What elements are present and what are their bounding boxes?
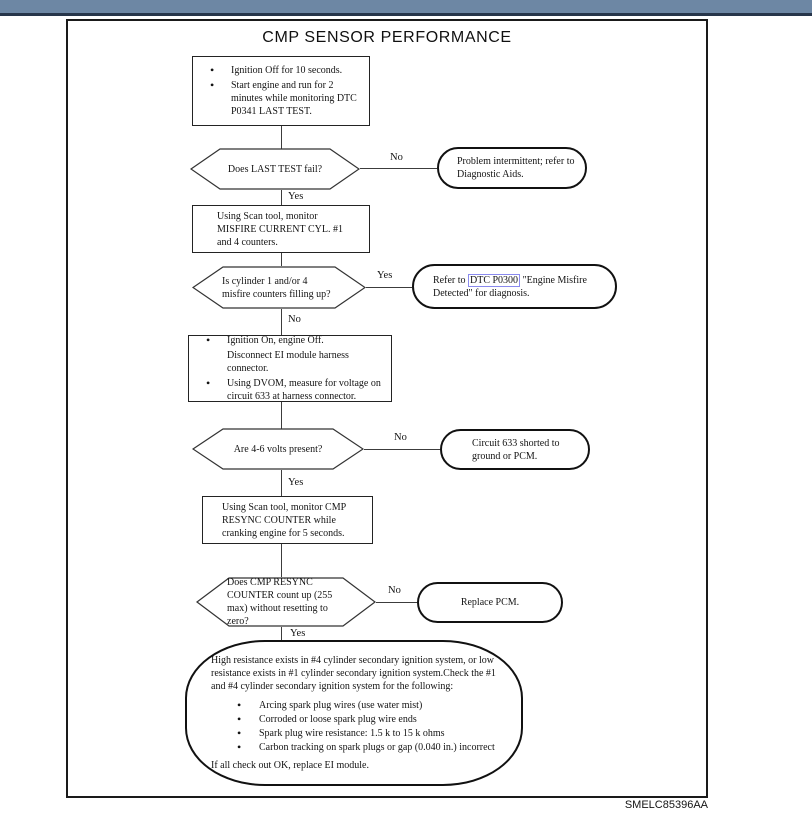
result4-text: Replace PCM. bbox=[460, 597, 520, 608]
step2-text: Using Scan tool, monitor MISFIRE CURRENT… bbox=[217, 210, 343, 248]
connector-line bbox=[281, 309, 282, 335]
decision-shape bbox=[192, 266, 366, 309]
result-problem-intermittent: Problem intermittent; refer to Diagnosti… bbox=[437, 147, 587, 189]
no-label: No bbox=[288, 314, 301, 325]
yes-label: Yes bbox=[377, 270, 393, 281]
connector-line bbox=[376, 602, 417, 603]
final-intro: High resistance exists in #4 cylinder se… bbox=[211, 655, 496, 692]
result3-text: Circuit 633 shorted to ground or PCM. bbox=[472, 437, 560, 462]
final-outro: If all check out OK, replace EI module. bbox=[211, 760, 369, 771]
step1-bullet: Ignition Off for 10 seconds. bbox=[193, 63, 369, 79]
page-title: CMP SENSOR PERFORMANCE bbox=[262, 29, 512, 46]
window-top-bar bbox=[0, 0, 812, 16]
result-replace-pcm: Replace PCM. bbox=[417, 582, 563, 623]
result-refer-dtc-p0300: Refer to DTC P0300 "Engine Misfire Detec… bbox=[412, 264, 617, 309]
step3-bullet: Using DVOM, measure for voltage on circu… bbox=[189, 376, 391, 403]
step1-bullet: Start engine and run for 2 minutes while… bbox=[193, 78, 369, 118]
step-box-ignition-off: Ignition Off for 10 seconds. Start engin… bbox=[192, 56, 370, 126]
connector-line bbox=[281, 126, 282, 149]
connector-line bbox=[281, 402, 282, 429]
decision-shape bbox=[196, 577, 376, 627]
result2-prefix: Refer to bbox=[433, 274, 468, 286]
step3-line: Disconnect EI module harness connector. bbox=[227, 350, 349, 374]
decision-volts-present: Are 4-6 volts present? bbox=[192, 428, 364, 470]
figure-code: SMELC85396AA bbox=[624, 799, 708, 811]
decision4-question: Does CMP RESYNC COUNTER count up (255 ma… bbox=[227, 577, 333, 627]
connector-line bbox=[281, 544, 282, 577]
no-label: No bbox=[390, 152, 403, 163]
step-box-monitor-misfire: Using Scan tool, monitor MISFIRE CURRENT… bbox=[192, 205, 370, 253]
decision-misfire-counters: Is cylinder 1 and/or 4 misfire counters … bbox=[192, 266, 366, 309]
connector-line bbox=[360, 168, 437, 169]
yes-label: Yes bbox=[288, 477, 304, 488]
yes-label: Yes bbox=[290, 628, 306, 639]
result2-suffix: "Engine Misfire Detected" for diagnosis. bbox=[433, 274, 587, 299]
no-label: No bbox=[388, 585, 401, 596]
final-bullet: Arcing spark plug wires (use water mist) bbox=[187, 698, 521, 714]
connector-line bbox=[366, 287, 412, 288]
result1-text: Problem intermittent; refer to Diagnosti… bbox=[457, 156, 575, 180]
decision-shape bbox=[190, 148, 360, 190]
step-box-measure-voltage: Ignition On, engine Off. Disconnect EI m… bbox=[188, 333, 392, 403]
final-bullet: Carbon tracking on spark plugs or gap (0… bbox=[187, 740, 521, 756]
no-label: No bbox=[394, 432, 407, 443]
final-bullet: Spark plug wire resistance: 1.5 k to 15 … bbox=[187, 726, 521, 742]
decision-resync-counter: Does CMP RESYNC COUNTER count up (255 ma… bbox=[196, 577, 376, 627]
decision1-question: Does LAST TEST fail? bbox=[227, 163, 323, 175]
decision2-question: Is cylinder 1 and/or 4 misfire counters … bbox=[222, 275, 331, 300]
decision-last-test-fail: Does LAST TEST fail? bbox=[190, 148, 360, 190]
connector-line bbox=[281, 470, 282, 496]
connector-line bbox=[281, 627, 282, 641]
yes-label: Yes bbox=[288, 191, 304, 202]
final-bullet: Corroded or loose spark plug wire ends bbox=[187, 712, 521, 728]
dtc-p0300-link[interactable]: DTC P0300 bbox=[468, 273, 521, 287]
connector-line bbox=[364, 449, 440, 450]
connector-line bbox=[281, 253, 282, 266]
step4-text: Using Scan tool, monitor CMP RESYNC COUN… bbox=[222, 501, 346, 539]
result-circuit-633-shorted: Circuit 633 shorted to ground or PCM. bbox=[440, 429, 590, 470]
step3-bullet: Ignition On, engine Off. bbox=[189, 333, 391, 349]
final-diagnosis-box: High resistance exists in #4 cylinder se… bbox=[185, 640, 523, 786]
result2-text: Refer to DTC P0300 "Engine Misfire Detec… bbox=[433, 273, 605, 300]
connector-line bbox=[281, 190, 282, 205]
decision-shape bbox=[192, 428, 364, 470]
step-box-monitor-resync: Using Scan tool, monitor CMP RESYNC COUN… bbox=[202, 496, 373, 544]
decision3-question: Are 4-6 volts present? bbox=[233, 443, 323, 455]
